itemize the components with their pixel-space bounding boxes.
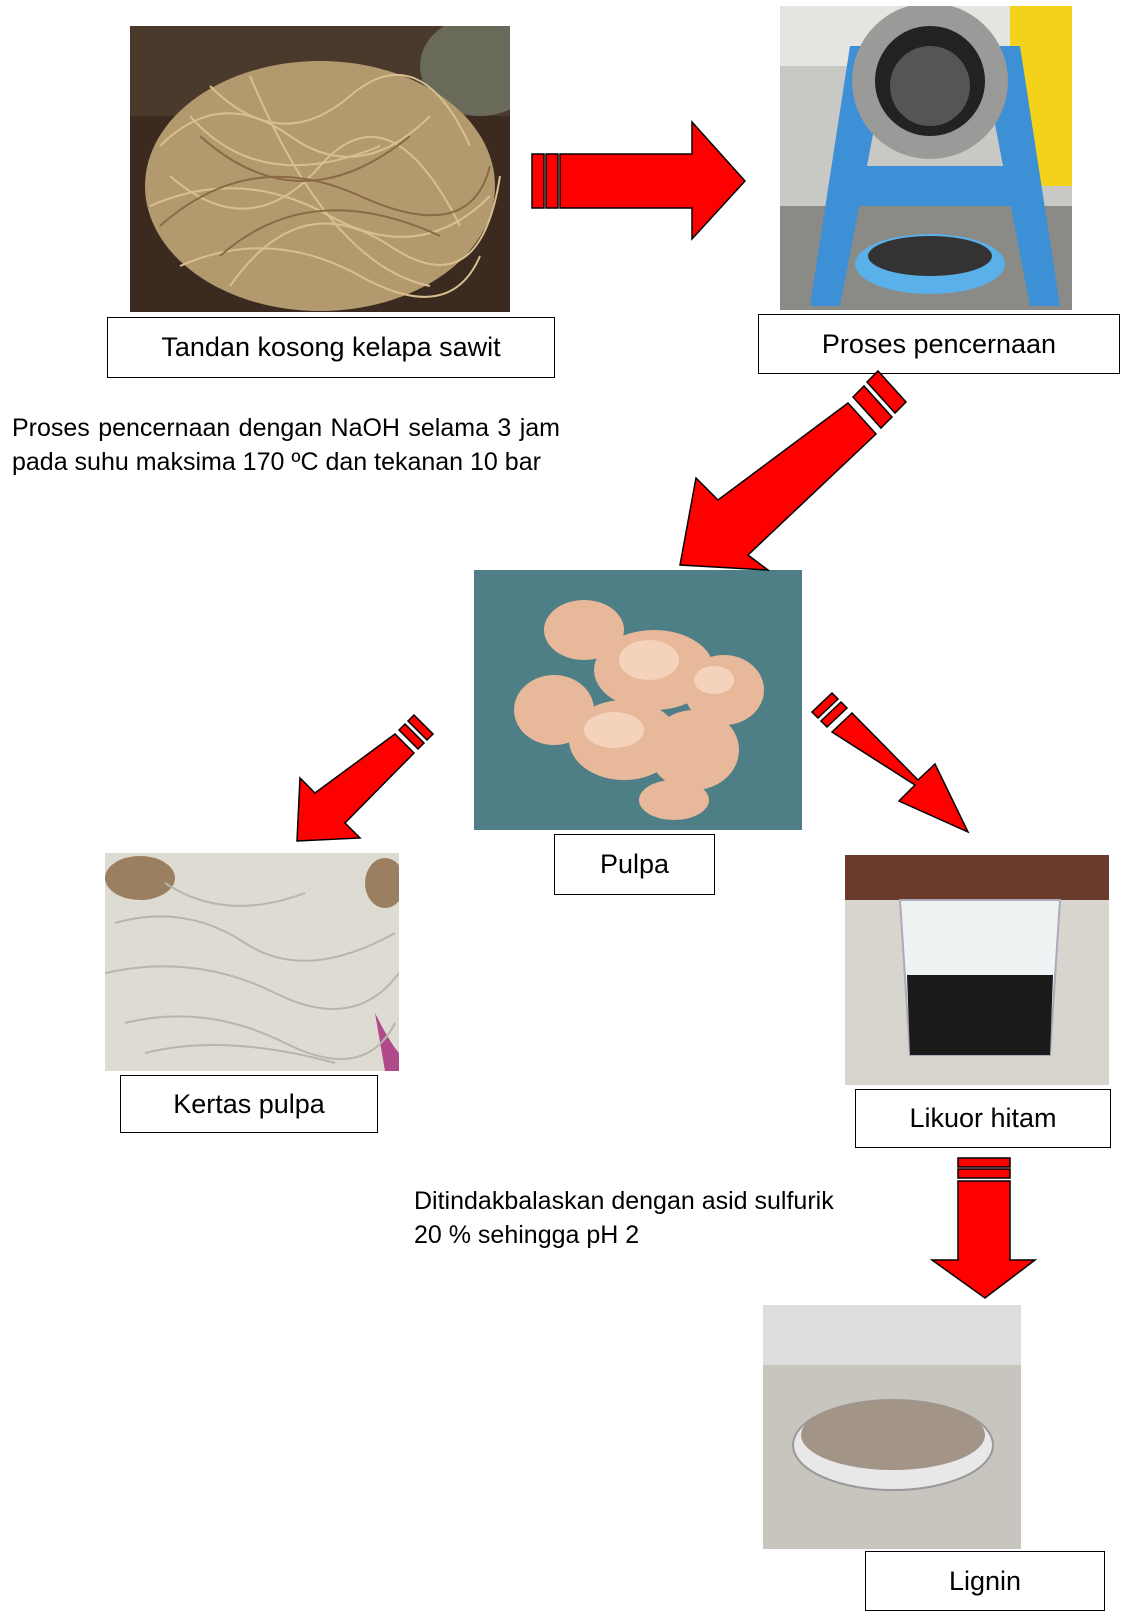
pulp-photo xyxy=(474,570,802,830)
digester-machine-photo xyxy=(780,6,1072,310)
black-liquor-beaker-photo xyxy=(845,855,1109,1085)
node-label-kertas: Kertas pulpa xyxy=(120,1075,378,1133)
node-label-tandan: Tandan kosong kelapa sawit xyxy=(107,317,555,378)
node-label-pencernaan: Proses pencernaan xyxy=(758,314,1120,374)
digestion-conditions-note: Proses pencernaan dengan NaOH selama 3 j… xyxy=(12,411,560,479)
arrow-pulpa-to-likuor xyxy=(812,693,968,832)
acid-treatment-note: Ditindakbalaskan dengan asid sulfurik 20… xyxy=(414,1184,834,1252)
arrow-likuor-to-lignin xyxy=(932,1158,1035,1298)
empty-fruit-bunch-photo xyxy=(130,26,510,312)
arrow-pulpa-to-kertas xyxy=(297,715,433,841)
node-label-pulpa: Pulpa xyxy=(554,834,715,895)
node-label-lignin: Lignin xyxy=(865,1551,1105,1611)
arrow-tandan-to-pencernaan xyxy=(532,122,745,239)
node-label-likuor: Likuor hitam xyxy=(855,1089,1111,1148)
arrow-pencernaan-to-pulpa xyxy=(680,371,906,570)
pulp-paper-photo xyxy=(105,853,399,1071)
lignin-petri-dish-photo xyxy=(763,1305,1021,1549)
